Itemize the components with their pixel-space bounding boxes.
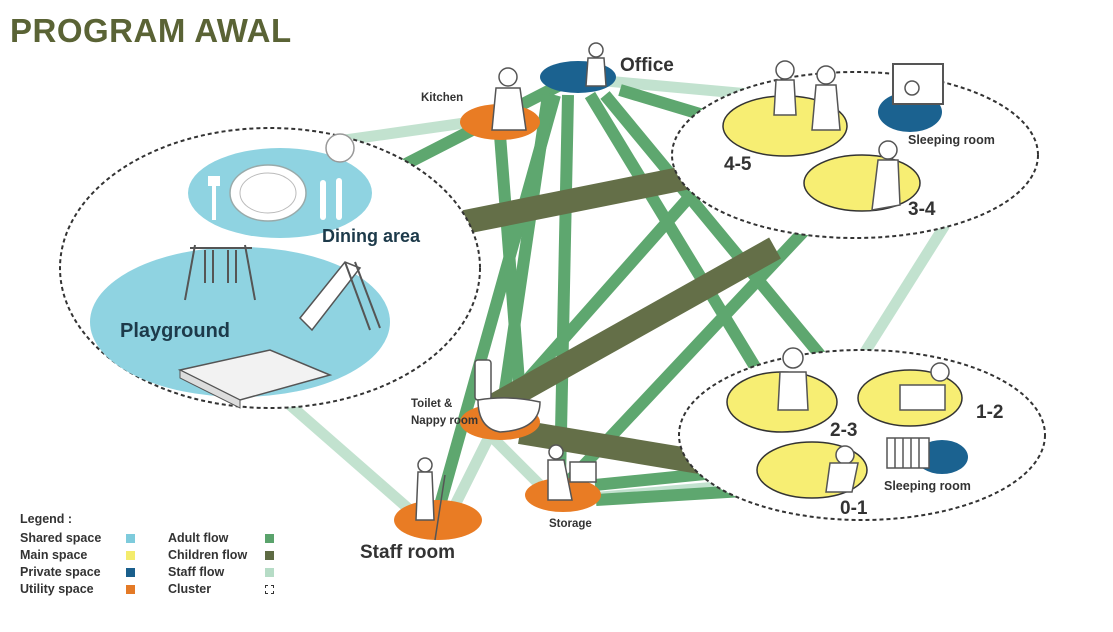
legend-item-shared-space: Shared space (20, 530, 135, 547)
legend-item-adult-flow: Adult flow (168, 530, 274, 547)
page-title: PROGRAM AWAL (10, 12, 292, 49)
legend-swatch-private (126, 568, 135, 577)
adult-flow-office-storage (554, 94, 574, 481)
legend-item-utility-space: Utility space (20, 581, 135, 598)
legend-label: Main space (20, 548, 88, 562)
staff-flow-dining-staffroom (286, 400, 414, 515)
legend-label: Adult flow (168, 531, 229, 545)
adult-flow-office-cluster01 (584, 91, 766, 379)
cluster-dining-playground: Dining area Playground (59, 127, 481, 409)
adult-flow-kitchen-toilet (494, 134, 526, 396)
legend-label: Cluster (168, 582, 212, 596)
children-flows (462, 165, 781, 474)
legend-swatch-adult-flow (265, 534, 274, 543)
legend-label: Shared space (20, 531, 102, 545)
storage-person-icon (547, 444, 597, 501)
legend-label: Children flow (168, 548, 248, 562)
toilet-label-line1: Toilet & (411, 398, 452, 410)
playground-label: Playground (120, 320, 230, 342)
legend-swatch-shared (126, 534, 135, 543)
staff-flow-office-cluster45 (594, 74, 761, 101)
cluster-younger-children: 2-3 1-2 0-1 Sleeping room (678, 347, 1046, 521)
legend-item-staff-flow: Staff flow (168, 564, 274, 581)
legend-item-private-space: Private space (20, 564, 135, 581)
office-node[interactable]: Office (540, 42, 674, 93)
kitchen-node[interactable]: Kitchen (421, 67, 540, 140)
age-45-label: 4-5 (724, 154, 752, 175)
playground-space[interactable] (90, 247, 390, 397)
cook-person-icon (491, 67, 527, 131)
office-person-icon (585, 42, 607, 87)
sleeping-room-top-label: Sleeping room (908, 133, 995, 147)
legend-swatch-children-flow (265, 551, 274, 560)
adult-flow-office-cluster01b (600, 91, 850, 389)
legend-swatch-main (126, 551, 135, 560)
crib-icon (886, 437, 930, 469)
legend-label: Utility space (20, 582, 94, 596)
room-age-34-space[interactable] (803, 154, 921, 212)
legend-label: Private space (20, 565, 101, 579)
legend-title: Legend : (20, 512, 73, 526)
dining-area-label: Dining area (322, 226, 421, 246)
storage-label: Storage (549, 518, 592, 530)
legend-item-main-space: Main space (20, 547, 135, 564)
slide-icon (298, 261, 381, 332)
children-flow-dining-cluster45 (462, 165, 693, 234)
toilet-label-line2: Nappy room (411, 415, 478, 427)
cluster-outline-bottom-right (678, 349, 1046, 521)
legend-swatch-utility (126, 585, 135, 594)
age-01-label: 0-1 (840, 498, 868, 519)
staff-room-label: Staff room (360, 542, 455, 563)
legend-item-cluster: Cluster (168, 581, 274, 598)
baby-figure-icon (777, 347, 950, 493)
swing-icon (184, 244, 256, 301)
legend-swatch-cluster (265, 585, 274, 594)
adult-flows (362, 79, 850, 507)
staff-room-node[interactable]: Staff room (360, 457, 482, 563)
staff-flow-cluster34-cluster01 (855, 222, 950, 363)
age-23-label: 2-3 (830, 420, 857, 441)
staff-person-icon (415, 457, 446, 541)
child-figure-icon (773, 60, 920, 211)
legend-label: Staff flow (168, 565, 225, 579)
staff-flow-staffroom-toilet (450, 432, 495, 508)
cluster-older-children: 4-5 3-4 Sleeping room (671, 60, 1039, 239)
legend-swatch-staff-flow (265, 568, 274, 577)
toilet-node[interactable]: Toilet & Nappy room (411, 359, 541, 440)
office-label: Office (620, 55, 674, 76)
legend-item-children-flow: Children flow (168, 547, 274, 564)
sandbox-icon (177, 349, 333, 409)
age-12-label: 1-2 (976, 402, 1003, 423)
children-flow-toilet-cluster01 (518, 420, 702, 474)
plate-icon (208, 133, 355, 222)
age-34-label: 3-4 (908, 199, 936, 220)
kitchen-label: Kitchen (421, 92, 463, 104)
toilet-icon (474, 359, 541, 433)
storage-node[interactable]: Storage (525, 444, 601, 530)
children-flow-toilet-cluster34 (489, 237, 781, 416)
legend: Legend : Shared space Main space Private… (20, 512, 274, 596)
sleeping-room-bottom-label: Sleeping room (884, 479, 971, 493)
